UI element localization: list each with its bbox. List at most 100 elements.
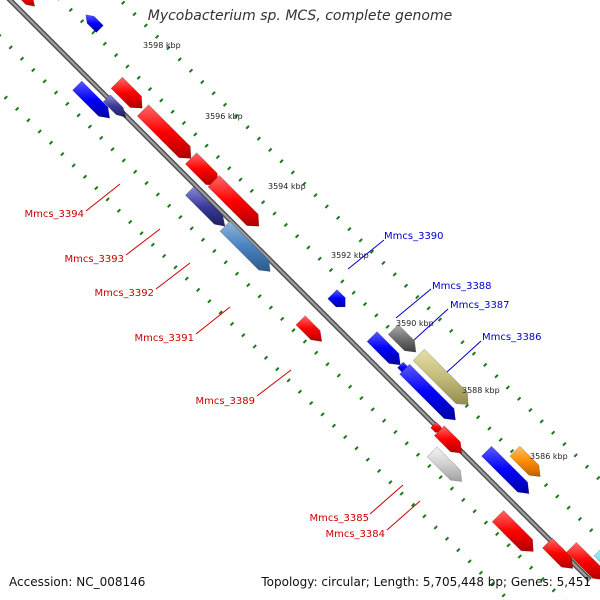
- tick-dot: [464, 403, 469, 409]
- scale-label-3596: 3596 kbp: [205, 112, 243, 121]
- tick-dot: [487, 426, 492, 431]
- tick-dot: [144, 180, 149, 186]
- gene-arrow-top-2[interactable]: [85, 14, 104, 33]
- gene-label-mmcs-3384[interactable]: Mmcs_3384: [325, 529, 385, 540]
- tick-dot: [128, 219, 133, 225]
- tick-dot: [399, 491, 404, 496]
- gene-arrow-mmcs-3389[interactable]: [295, 315, 323, 342]
- tick-dot: [456, 547, 461, 553]
- tick-dot: [65, 101, 70, 107]
- tick-dot: [238, 177, 243, 182]
- tick-dot: [227, 166, 232, 171]
- tick-dot: [280, 316, 285, 322]
- gene-arrow-corner-cyan[interactable]: [593, 547, 600, 575]
- gene-label-mmcs-3386[interactable]: Mmcs_3386: [482, 332, 542, 343]
- tick-dot: [286, 378, 291, 383]
- tick-dot: [188, 68, 194, 73]
- gene-arrow-lower-red-2[interactable]: [542, 537, 574, 569]
- tick-dot: [125, 64, 130, 69]
- gene-arrow-mmcs-3394[interactable]: [136, 104, 192, 159]
- gene-label-mmcs-3393[interactable]: Mmcs_3393: [64, 254, 124, 265]
- tick-dot: [57, 0, 62, 1]
- gene-arrow-mmcs-3388b[interactable]: [366, 331, 401, 366]
- tick-dot: [324, 204, 329, 209]
- tick-dot: [354, 446, 359, 451]
- gene-arrow-mmcs-3386b[interactable]: [399, 363, 456, 421]
- tick-dot: [528, 565, 534, 570]
- gene-arrow-mmcs-3392[interactable]: [207, 174, 260, 227]
- tick-dot: [584, 464, 590, 469]
- gene-arrow-mmcs-3386[interactable]: [412, 348, 469, 405]
- tick-dot: [381, 260, 386, 266]
- tick-dot: [252, 344, 257, 349]
- scale-label-3598: 3598 kbp: [143, 41, 181, 50]
- tick-dot: [121, 158, 126, 163]
- tick-dot: [562, 441, 567, 447]
- tick-dot: [509, 448, 515, 454]
- tick-dot: [212, 248, 217, 254]
- tick-dot: [449, 328, 454, 334]
- tick-dot: [438, 475, 443, 480]
- tick-dot: [495, 531, 500, 537]
- tick-dot: [494, 374, 499, 379]
- tick-dot: [0, 33, 2, 39]
- tick-dot: [195, 287, 201, 293]
- tick-dot: [166, 45, 171, 51]
- tick-dot: [467, 559, 472, 564]
- gene-label-mmcs-3389[interactable]: Mmcs_3389: [195, 396, 255, 407]
- gene-arrow-mmcs-3392b[interactable]: [184, 186, 226, 227]
- tick-dot: [347, 226, 352, 232]
- tick-dot: [393, 429, 398, 435]
- tick-dot: [249, 188, 254, 194]
- tick-dot: [426, 306, 431, 311]
- gene-label-mmcs-3391[interactable]: Mmcs_3391: [134, 333, 194, 344]
- tick-dot: [555, 494, 560, 499]
- tick-dot: [437, 317, 443, 322]
- tick-dot: [256, 136, 262, 141]
- gene-arrow-mmcs-3390[interactable]: [327, 289, 346, 308]
- tick-dot: [331, 423, 337, 428]
- tick-dot: [189, 226, 194, 231]
- tick-dot: [498, 437, 503, 442]
- gene-arrow-mmcs-3395[interactable]: [110, 76, 143, 109]
- tick-dot: [275, 366, 280, 372]
- gene-arrow-small-navy[interactable]: [102, 94, 127, 118]
- tick-dot: [105, 197, 110, 202]
- tick-dot: [516, 396, 522, 401]
- tick-dot: [506, 543, 511, 548]
- gene-arrow-mmcs-3388[interactable]: [387, 324, 417, 353]
- tick-dot: [257, 294, 262, 299]
- tick-dot: [200, 79, 205, 85]
- tick-dot: [410, 502, 416, 508]
- tick-dot: [143, 23, 148, 28]
- gene-label-mmcs-3387[interactable]: Mmcs_3387: [450, 300, 510, 311]
- map-title: Mycobacterium sp. MCS, complete genome: [147, 8, 453, 24]
- gene-label-mmcs-3394[interactable]: Mmcs_3394: [24, 209, 84, 220]
- gene-arrow-corner-red[interactable]: [566, 541, 600, 580]
- gene-arrow-mmcs-3391[interactable]: [219, 220, 271, 272]
- tick-dot: [550, 430, 556, 435]
- gene-label-mmcs-3385[interactable]: Mmcs_3385: [309, 513, 369, 524]
- tick-dot: [173, 265, 178, 270]
- tick-dot: [370, 407, 375, 412]
- tick-dot: [381, 418, 387, 423]
- gene-arrow-top-1[interactable]: [16, 0, 36, 7]
- gene-arrow-mmcs-3384[interactable]: [426, 446, 463, 482]
- tick-dot: [320, 412, 325, 417]
- genome-summary-text: Topology: circular; Length: 5,705,448 bp…: [261, 575, 591, 589]
- gene-arrow-blue-lower[interactable]: [481, 445, 530, 494]
- gene-arrow-mmcs-3385[interactable]: [433, 425, 463, 454]
- scale-label-3594: 3594 kbp: [268, 182, 306, 191]
- tick-dot: [215, 154, 221, 160]
- gene-arrow-mmcs-3398[interactable]: [72, 80, 111, 119]
- gene-arrow-orange[interactable]: [509, 445, 541, 477]
- gene-label-mmcs-3388[interactable]: Mmcs_3388: [432, 281, 492, 292]
- gene-arrow-lower-red[interactable]: [491, 510, 534, 552]
- tick-dot: [415, 294, 420, 300]
- gene-label-mmcs-3392[interactable]: Mmcs_3392: [94, 288, 154, 299]
- tick-dot: [82, 174, 88, 179]
- gene-label-mmcs-3390[interactable]: Mmcs_3390: [384, 231, 444, 242]
- tick-dot: [449, 486, 455, 491]
- tick-dot: [166, 203, 172, 208]
- gene-labels: Mmcs_3394 Mmcs_3393 Mmcs_3392 Mmcs_3391 …: [24, 209, 541, 540]
